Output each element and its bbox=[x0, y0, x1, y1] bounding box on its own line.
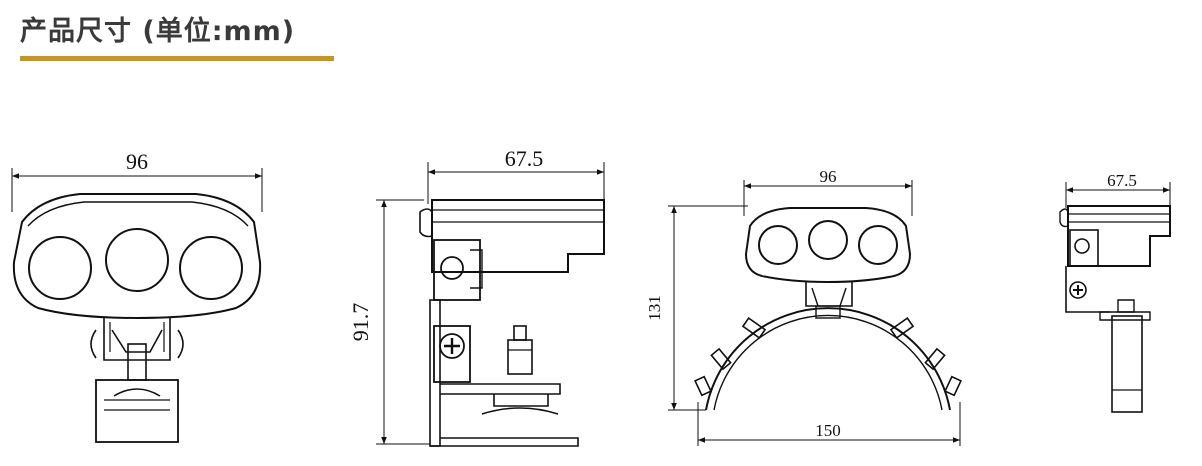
width-dimension-label: 96 bbox=[126, 149, 148, 174]
arc-bracket bbox=[705, 307, 951, 411]
lens-right bbox=[179, 236, 243, 300]
arc-lens-center bbox=[808, 220, 848, 260]
depth-dimension-label: 67.5 bbox=[505, 146, 544, 171]
base-plate bbox=[95, 379, 179, 443]
side-housing bbox=[431, 199, 605, 273]
front-view-arc: 96 131 150 bbox=[645, 167, 962, 446]
side-view-small: 67.5 91.7 bbox=[348, 146, 605, 447]
arc-depth-dimension-label: 67.5 bbox=[1107, 171, 1137, 190]
page-title: 产品尺寸 (单位:mm) bbox=[20, 16, 296, 47]
arc-lens-right bbox=[858, 225, 898, 265]
lens-left bbox=[28, 236, 92, 300]
lamp-housing bbox=[12, 193, 262, 320]
arc-height-dimension-label: 131 bbox=[645, 295, 664, 321]
arc-lamp-housing bbox=[744, 207, 912, 284]
front-view-small: 96 bbox=[11, 149, 263, 443]
arc-width-dimension-label: 96 bbox=[820, 167, 837, 186]
arc-base-dimension-label: 150 bbox=[815, 421, 841, 440]
page-header: 产品尺寸 (单位:mm) bbox=[20, 10, 295, 54]
title-underline bbox=[20, 56, 334, 61]
side-view-arc: 67.5 bbox=[1059, 171, 1171, 413]
lens-center bbox=[105, 228, 169, 292]
height-dimension-label: 91.7 bbox=[348, 303, 373, 342]
arc-side-housing bbox=[1067, 205, 1171, 267]
arc-lens-left bbox=[758, 225, 798, 265]
